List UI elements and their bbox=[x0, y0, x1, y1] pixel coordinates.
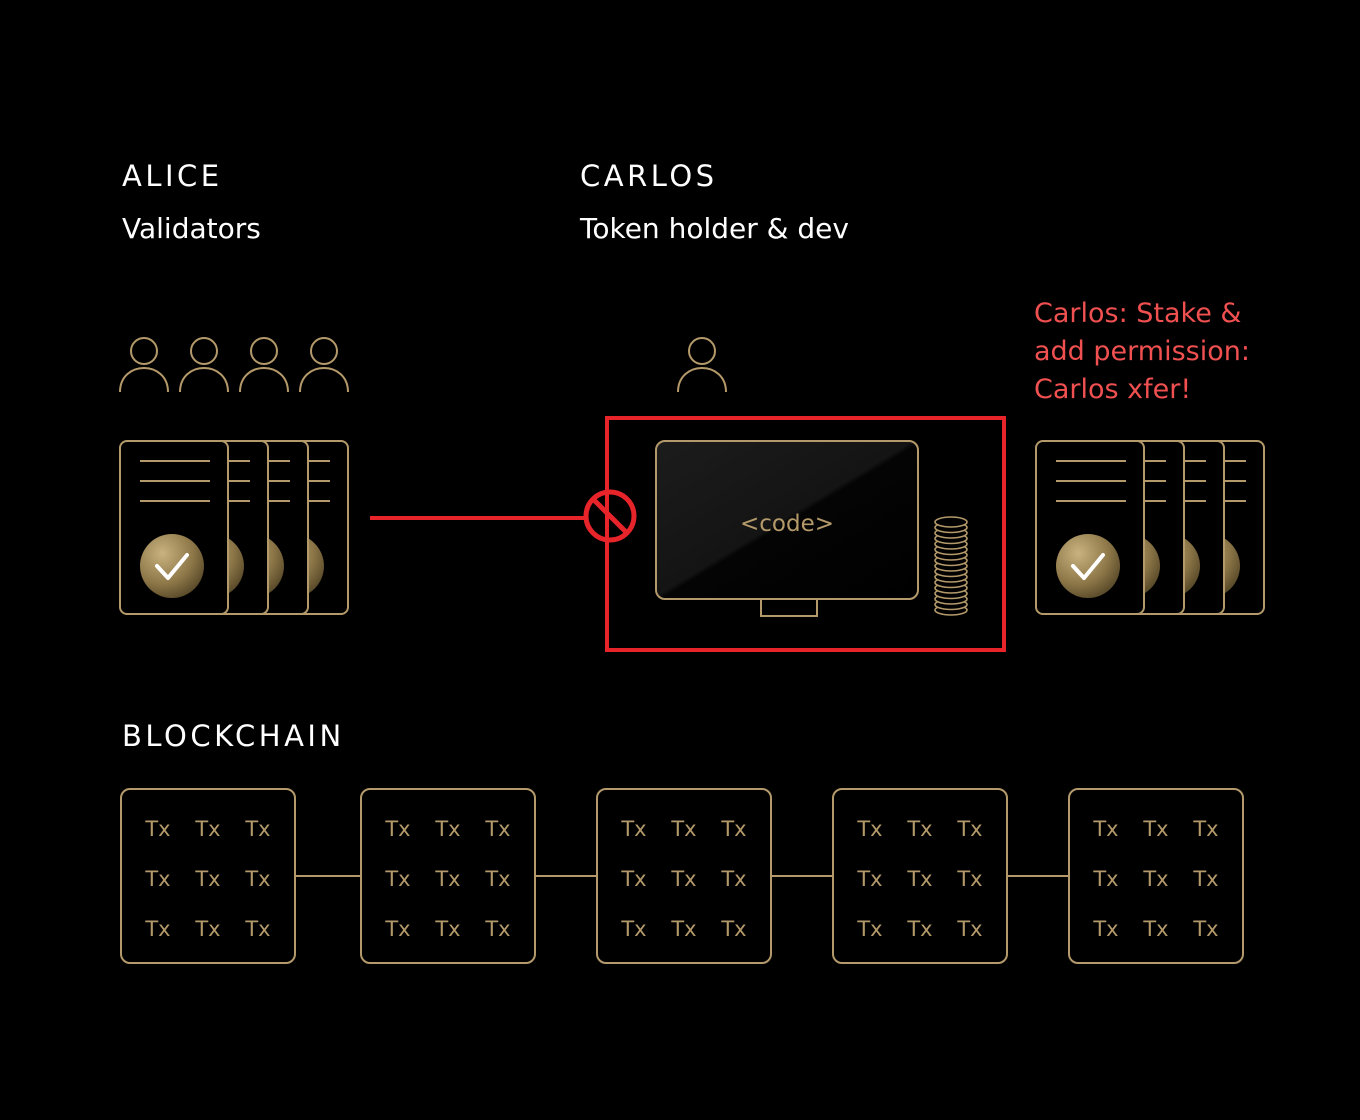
transaction-label: Tx bbox=[1142, 867, 1168, 891]
person-icon bbox=[239, 337, 289, 393]
coin-stack-icon bbox=[934, 516, 968, 616]
note-line-2: add permission: bbox=[1034, 336, 1250, 367]
transaction-label: Tx bbox=[620, 867, 646, 891]
transaction-label: Tx bbox=[856, 817, 882, 841]
transaction-label: Tx bbox=[720, 867, 746, 891]
transaction-label: Tx bbox=[956, 817, 982, 841]
note-line-3: Carlos xfer! bbox=[1034, 374, 1191, 405]
transaction-label: Tx bbox=[856, 867, 882, 891]
validator-card-icon bbox=[1035, 440, 1145, 615]
transaction-label: Tx bbox=[434, 867, 460, 891]
transaction-label: Tx bbox=[244, 917, 270, 941]
transaction-label: Tx bbox=[670, 817, 696, 841]
transaction-label: Tx bbox=[1192, 867, 1218, 891]
transaction-label: Tx bbox=[1092, 867, 1118, 891]
transaction-label: Tx bbox=[144, 867, 170, 891]
transaction-label: Tx bbox=[144, 917, 170, 941]
alice-header: ALICE Validators bbox=[122, 159, 261, 245]
check-icon bbox=[1071, 553, 1105, 580]
transaction-label: Tx bbox=[906, 917, 932, 941]
right-validator-stack bbox=[1035, 440, 1265, 615]
transaction-label: Tx bbox=[670, 867, 696, 891]
carlos-header: CARLOS Token holder & dev bbox=[579, 159, 849, 245]
transaction-label: Tx bbox=[1092, 917, 1118, 941]
transaction-label: Tx bbox=[484, 917, 510, 941]
transaction-label: Tx bbox=[906, 867, 932, 891]
code-label: <code> bbox=[740, 511, 834, 537]
carlos-subtitle: Token holder & dev bbox=[579, 212, 849, 245]
transaction-label: Tx bbox=[670, 917, 696, 941]
prohibited-icon bbox=[583, 489, 637, 543]
transaction-label: Tx bbox=[1142, 917, 1168, 941]
carlos-note: Carlos: Stake & add permission: Carlos x… bbox=[1034, 298, 1250, 405]
transaction-label: Tx bbox=[244, 867, 270, 891]
transaction-label: Tx bbox=[720, 917, 746, 941]
transaction-label: Tx bbox=[434, 917, 460, 941]
transaction-label: Tx bbox=[956, 917, 982, 941]
monitor-icon: <code> bbox=[655, 440, 919, 617]
transaction-label: Tx bbox=[484, 867, 510, 891]
alice-subtitle: Validators bbox=[122, 212, 261, 245]
check-badge bbox=[1056, 534, 1120, 598]
person-icon bbox=[677, 337, 727, 393]
transaction-label: Tx bbox=[1192, 917, 1218, 941]
transaction-label: Tx bbox=[856, 917, 882, 941]
alice-title: ALICE bbox=[122, 159, 223, 193]
transaction-label: Tx bbox=[620, 917, 646, 941]
alice-validator-stack bbox=[119, 440, 349, 615]
transaction-label: Tx bbox=[194, 917, 220, 941]
transaction-label: Tx bbox=[906, 817, 932, 841]
note-line-1: Carlos: Stake & bbox=[1034, 298, 1241, 329]
transaction-label: Tx bbox=[1192, 817, 1218, 841]
person-icon bbox=[179, 337, 229, 393]
transaction-label: Tx bbox=[1092, 817, 1118, 841]
transaction-label: Tx bbox=[720, 817, 746, 841]
transaction-label: Tx bbox=[384, 817, 410, 841]
validator-card-icon bbox=[119, 440, 229, 615]
transaction-label: Tx bbox=[1142, 817, 1168, 841]
transaction-label: Tx bbox=[144, 817, 170, 841]
transaction-label: Tx bbox=[384, 917, 410, 941]
carlos-title: CARLOS bbox=[580, 159, 718, 193]
coin bbox=[934, 516, 968, 528]
transaction-label: Tx bbox=[384, 867, 410, 891]
person-icon bbox=[119, 337, 169, 393]
transaction-label: Tx bbox=[620, 817, 646, 841]
transaction-label: Tx bbox=[484, 817, 510, 841]
check-icon bbox=[155, 553, 189, 580]
alice-validators-people bbox=[119, 337, 349, 393]
highlight-box bbox=[605, 416, 1006, 652]
transaction-label: Tx bbox=[194, 867, 220, 891]
transaction-label: Tx bbox=[434, 817, 460, 841]
blockchain-title: BLOCKCHAIN bbox=[122, 719, 345, 753]
transaction-label: Tx bbox=[194, 817, 220, 841]
transaction-label: Tx bbox=[956, 867, 982, 891]
person-icon bbox=[299, 337, 349, 393]
check-badge bbox=[140, 534, 204, 598]
transaction-label: Tx bbox=[244, 817, 270, 841]
